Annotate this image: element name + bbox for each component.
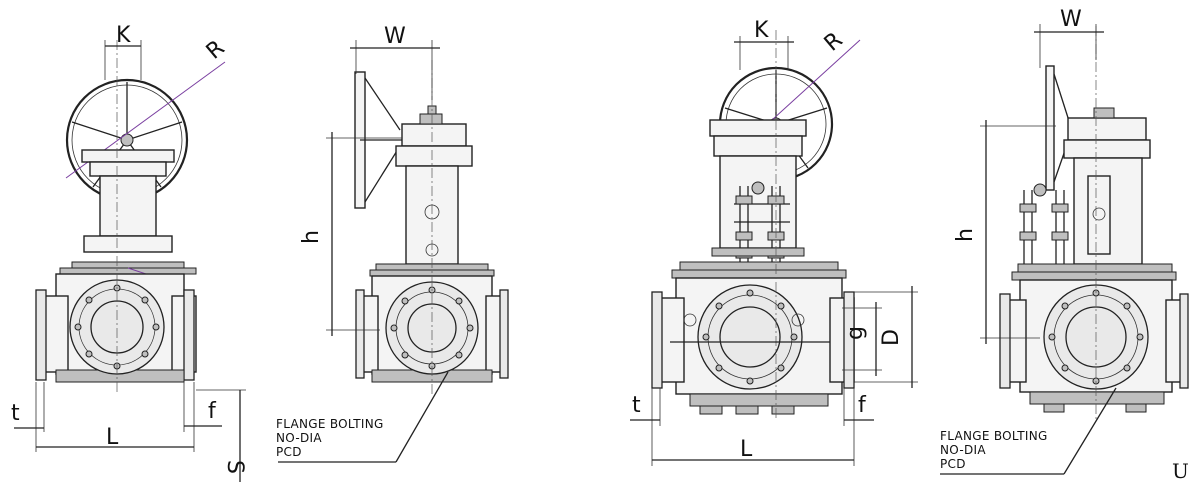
view2-note-line2: NO-DIA	[276, 431, 322, 445]
view1-dim-l: L	[106, 425, 119, 450]
view3-dim-d: D	[879, 329, 904, 346]
view2-dim-h: h	[299, 230, 324, 244]
view4-dim-h: h	[953, 228, 978, 242]
view4-dim-w: W	[1060, 7, 1082, 32]
view1-dim-r: R	[202, 36, 230, 65]
corner-glyph: U	[1172, 459, 1189, 482]
view1-flange	[69, 279, 165, 375]
view4-side-instrumented: W h FLANGE BOLTING NO-DIA PCD	[940, 7, 1189, 475]
view3-dim-k: K	[754, 18, 769, 43]
view1-dim-k: K	[116, 23, 131, 48]
view1-front-gear: K R L t f S	[11, 23, 247, 482]
view1-dim-t: t	[11, 401, 20, 426]
view4-tubing	[1019, 183, 1069, 270]
view4-note-line3: PCD	[940, 457, 966, 471]
view4-note-line2: NO-DIA	[940, 443, 986, 457]
view2-dim-w: W	[384, 24, 406, 49]
view2-note-line1: FLANGE BOLTING	[276, 417, 384, 431]
view3-dim-t: t	[632, 393, 641, 418]
view4-note-line1: FLANGE BOLTING	[940, 429, 1048, 443]
view1-dim-f: f	[208, 399, 217, 424]
view1-dim-s: S	[222, 460, 247, 474]
view3-dim-l: L	[740, 437, 753, 462]
view3-dim-g: g	[843, 326, 868, 340]
view2-note-line3: PCD	[276, 445, 302, 459]
view3-dim-f: f	[858, 393, 867, 418]
view2-flange	[385, 281, 479, 375]
view3-dim-r: R	[820, 28, 848, 57]
view3-front-instrumented: K R g D L t f	[630, 18, 918, 466]
view2-side-gear: W h FLANGE BOLTING NO-DIA PCD	[276, 24, 509, 463]
